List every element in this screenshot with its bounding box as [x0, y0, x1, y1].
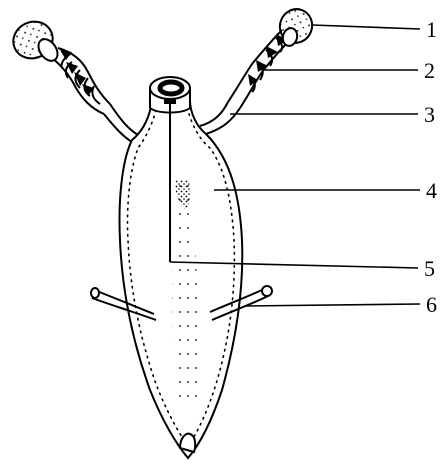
label-5: 5: [424, 256, 435, 281]
label-4: 4: [426, 178, 437, 203]
label-1: 1: [426, 17, 437, 42]
label-2: 2: [424, 58, 435, 83]
label-3: 3: [424, 102, 435, 127]
right-stalk-twist-fills: [248, 34, 288, 86]
label-6: 6: [426, 292, 437, 317]
left-knob: [7, 15, 61, 65]
body-outline: [120, 100, 243, 458]
leader-line-1: [312, 25, 420, 29]
left-stem: [104, 104, 140, 142]
number-labels: 1 2 3 4 5 6: [424, 17, 437, 317]
leader-line-6: [244, 304, 420, 306]
right-stem: [200, 102, 240, 134]
